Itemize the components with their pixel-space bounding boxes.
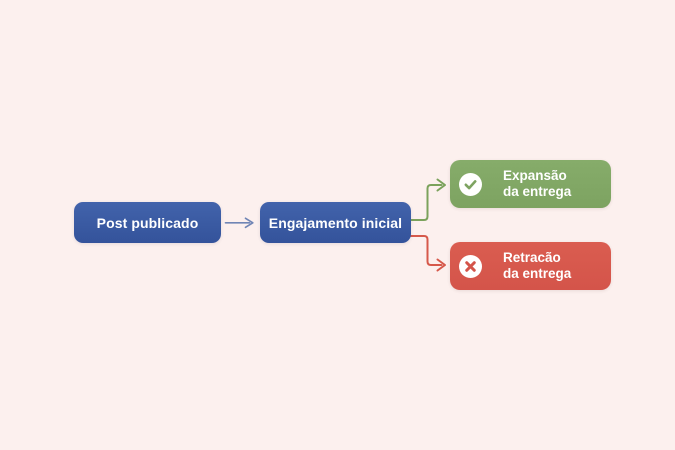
outcome-label-line1: Retracão (503, 250, 561, 265)
node-expansao-da-entrega: Expansão da entrega (450, 160, 611, 208)
outcome-label-line2: da entrega (503, 184, 572, 199)
outcome-label: Retracão da entrega (503, 250, 571, 282)
arrowhead-icon (436, 258, 446, 272)
check-circle-badge (459, 172, 482, 196)
connector-engagement-to-retraction (410, 235, 446, 272)
x-icon (465, 260, 476, 272)
x-circle-badge (459, 254, 482, 278)
check-icon (464, 179, 477, 189)
node-retracao-da-entrega: Retracão da entrega (450, 242, 611, 290)
arrowhead-icon (436, 178, 446, 192)
outcome-label: Expansão da entrega (503, 168, 571, 200)
node-label: Engajamento inicial (268, 214, 403, 231)
node-label: Post publicado (96, 214, 199, 231)
connector-post-to-engagement (224, 217, 254, 229)
connector-engagement-to-expansion (410, 178, 446, 221)
node-post-publicado: Post publicado (74, 202, 221, 243)
outcome-label-line1: Expansão (503, 168, 567, 183)
outcome-label-line2: da entrega (503, 266, 572, 281)
arrowhead-icon (244, 217, 254, 229)
node-engajamento-inicial: Engajamento inicial (260, 202, 411, 243)
